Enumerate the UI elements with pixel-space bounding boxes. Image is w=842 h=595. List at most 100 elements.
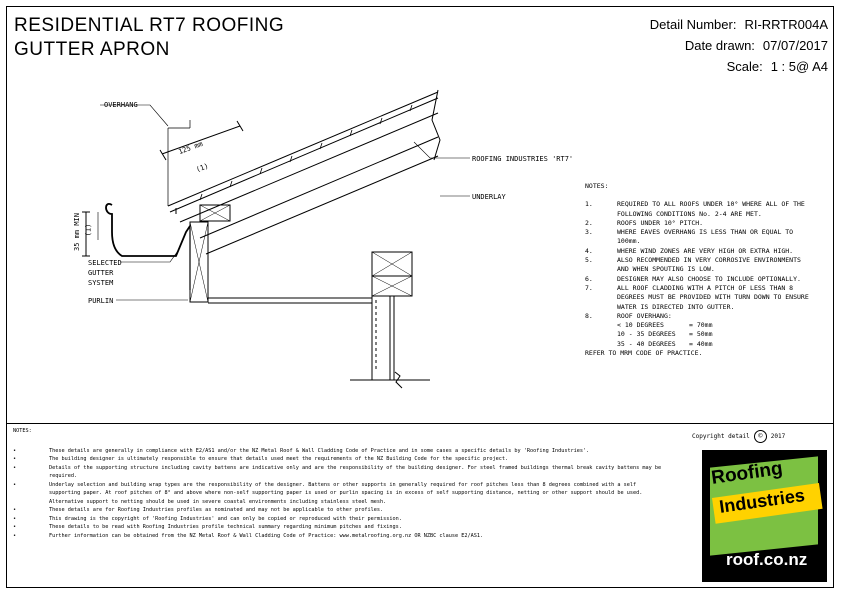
fascia-cross: [189, 221, 209, 303]
wall-break-symbol: [394, 371, 403, 389]
underlay-line: [179, 112, 439, 223]
bottom-note-item: • These details to be read with Roofing I…: [13, 523, 668, 532]
date-drawn-value: 07/07/2017: [762, 38, 828, 53]
date-drawn-row: Date drawn: 07/07/2017: [650, 35, 828, 56]
note-num: 5.: [585, 256, 593, 265]
overhang-range: 35 - 40 DEGREES: [617, 339, 676, 348]
gutter-label-1: SELECTED: [88, 259, 122, 267]
bullet: •: [13, 456, 17, 462]
wall-stud-lines: [371, 296, 395, 380]
dim-1b-label: (1): [84, 223, 93, 237]
top-plate-upper-cross: [371, 251, 413, 277]
note-item: 6.DESIGNER MAY ALSO CHOOSE TO INCLUDE OP…: [585, 275, 815, 284]
gutter-profile: [105, 203, 191, 257]
bullet: •: [13, 464, 17, 471]
note-num: 4.: [585, 246, 593, 255]
overhang-value: = 40mm: [689, 339, 713, 348]
note-item: 8. ROOF OVERHANG:: [585, 312, 815, 321]
bullet: •: [13, 507, 17, 513]
gutter-label-2: GUTTER: [88, 269, 114, 277]
note-item: 2. ROOFS UNDER 10° PITCH.: [585, 219, 815, 228]
title-line-1: RESIDENTIAL RT7 ROOFING: [14, 15, 285, 36]
date-drawn-label: Date drawn:: [684, 38, 755, 53]
gutter-leader: [120, 247, 181, 263]
detail-number-value: RI-RRTR004A: [744, 17, 828, 32]
roof-sheet-top-line: [167, 91, 439, 207]
drawing-title: RESIDENTIAL RT7 ROOFING GUTTER APRON: [14, 14, 284, 62]
copyright-notice: Copyright detail©2017: [692, 430, 785, 443]
code-of-practice-reference: REFER TO MRM CODE OF PRACTICE.: [585, 349, 703, 358]
bottom-note-item: • This drawing is the copyright of 'Roofi…: [13, 515, 668, 524]
gutter-label-3: SYSTEM: [88, 279, 114, 287]
roof-corrugations: [199, 104, 413, 201]
bullet: •: [13, 447, 17, 454]
bottom-note-text: Details of the supporting structure incl…: [49, 464, 662, 480]
note-text: ALSO RECOMMENDED IN VERY CORROSIVE ENVIR…: [617, 256, 801, 274]
roof-break-line: [431, 89, 441, 161]
dim-35-label: 35 mm MIN: [72, 213, 81, 251]
underlay-label: UNDERLAY: [472, 193, 506, 201]
note-num: 1.: [585, 200, 593, 209]
scale-row: Scale:1 : 5@ A4: [650, 56, 828, 77]
notes-bottom-panel: NOTES: • These details are generally in c…: [13, 427, 668, 540]
bullet: •: [13, 481, 17, 488]
note-num: 8.: [585, 311, 593, 320]
title-line-2: GUTTER APRON: [14, 39, 170, 60]
note-text: ROOFS UNDER 10° PITCH.: [617, 218, 704, 227]
bottom-note-item: • Details of the supporting structure inc…: [13, 464, 668, 481]
note-num: 2.: [585, 218, 593, 227]
overhang-range: 10 - 35 DEGREES: [617, 330, 676, 339]
notes-divider: [6, 423, 834, 424]
note-text: ROOF OVERHANG:: [617, 311, 672, 320]
dim-125-line: [159, 120, 244, 161]
detail-number-row: Detail Number: RI-RRTR004A: [650, 14, 828, 35]
bottom-note-item: • The building designer is ultimately res…: [13, 455, 668, 464]
note-item: 4. WHERE WIND ZONES ARE VERY HIGH OR EXTR…: [585, 247, 815, 256]
bottom-note-text: These details are generally in complianc…: [49, 447, 590, 454]
bottom-note-item: • Further information can be obtained fro…: [13, 532, 668, 541]
note-item: 3.WHERE EAVES OVERHANG IS LESS THAN OR E…: [585, 228, 815, 247]
notes-bottom-header: NOTES:: [13, 428, 32, 434]
note-item: 5. ALSO RECOMMENDED IN VERY CORROSIVE ENV…: [585, 256, 815, 275]
bottom-note-item: • These details are generally in complian…: [13, 447, 668, 456]
detail-number-label: Detail Number:: [649, 17, 737, 32]
note-text: REQUIRED TO ALL ROOFS UNDER 10° WHERE AL…: [617, 200, 805, 218]
dim-overhang-line: [167, 120, 191, 206]
bottom-note-item: •Underlay selection and building wrap ty…: [13, 481, 668, 507]
bullet: •: [13, 532, 17, 539]
overhang-row: 10 - 35 DEGREES = 50mm: [585, 330, 815, 339]
overhang-label: OVERHANG: [104, 101, 138, 109]
overhang-value: = 50mm: [689, 330, 713, 339]
bottom-note-text: Further information can be obtained from…: [49, 532, 484, 539]
copyright-icon: ©: [753, 430, 767, 443]
copyright-label: Copyright detail: [692, 433, 750, 440]
note-num: 7.: [585, 283, 593, 292]
purlin-block-cross: [199, 204, 231, 222]
overhang-value: = 70mm: [689, 321, 713, 330]
top-plate-lower: [371, 275, 413, 297]
bottom-note-text: These details to be read with Roofing In…: [49, 524, 402, 530]
drawing-sheet-border: [6, 6, 834, 588]
overhang-row: < 10 DEGREES = 70mm: [585, 321, 815, 330]
bottom-note-text: This drawing is the copyright of 'Roofin…: [49, 515, 402, 522]
bullet: •: [13, 524, 17, 530]
logo-url: roof.co.nz: [726, 550, 808, 569]
bottom-note-text: The building designer is ultimately resp…: [49, 456, 509, 462]
dim-35-line: [82, 211, 90, 257]
overhang-leader: [100, 104, 169, 127]
bottom-note-item: •These details are for Roofing Industrie…: [13, 506, 668, 515]
overhang-range: < 10 DEGREES: [617, 321, 664, 330]
rafter-bottom-line: [205, 155, 439, 255]
roof-sheet-bottom-line: [169, 97, 439, 213]
rafter-top-line: [199, 136, 439, 239]
copyright-year: 2017: [770, 433, 786, 440]
scale-label: Scale:: [726, 59, 763, 74]
note-text: WHERE WIND ZONES ARE VERY HIGH OR EXTRA …: [617, 246, 794, 255]
roofing-industries-logo: Roofing Industries roof.co.nz: [702, 450, 827, 582]
roofing-label: ROOFING INDUSTRIES 'RT7': [472, 155, 574, 163]
note-num: 3.: [585, 228, 593, 237]
bullet: •: [13, 515, 17, 522]
note-item: 1. REQUIRED TO ALL ROOFS UNDER 10° WHERE …: [585, 200, 815, 219]
note-text: ALL ROOF CLADDING WITH A PITCH OF LESS T…: [617, 283, 809, 311]
